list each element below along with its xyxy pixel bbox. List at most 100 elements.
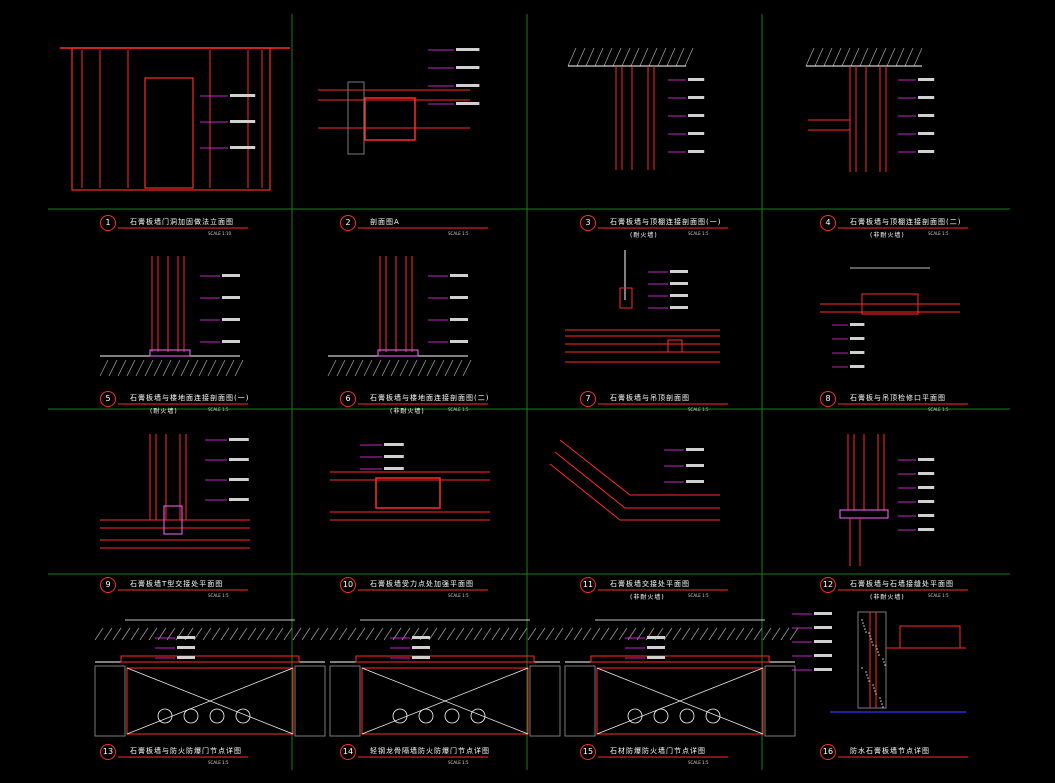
detail-scale-1: SCALE 1:10 [208, 231, 232, 236]
detail-number-11: 11 [580, 577, 596, 593]
hatch-line [699, 627, 709, 641]
hatch-line [482, 627, 492, 641]
hatch-line [913, 47, 923, 67]
aggregate-dot [879, 697, 881, 699]
hatch-line [462, 359, 472, 377]
callout-text-mark [686, 448, 704, 451]
callout-text-mark [670, 282, 688, 285]
cross-line [126, 667, 294, 735]
callout-text-mark [222, 274, 240, 277]
detail-number-6: 6 [340, 391, 356, 407]
aggregate-dot [872, 644, 874, 646]
hatch-line [630, 47, 640, 67]
hatch-line [381, 359, 391, 377]
detail-2-section-a [318, 48, 480, 155]
callout-text-mark [850, 337, 865, 340]
detail-number-13: 13 [100, 744, 116, 760]
detail-scale-6: SCALE 1:5 [448, 407, 469, 412]
panel-frame [861, 293, 919, 315]
hatch-line [735, 627, 745, 641]
hatch-line [238, 627, 248, 641]
callout-text-mark [686, 464, 704, 467]
hatch-line [319, 627, 329, 641]
hatch-line [148, 627, 158, 641]
hatch-line [310, 627, 320, 641]
pipe-circle [653, 708, 669, 724]
callout-text-mark [918, 528, 935, 531]
detail-scale-11: SCALE 1:5 [688, 593, 709, 598]
detail-title-12: 石膏板墙与石墙接缝处平面图 [850, 580, 954, 588]
callout-text-mark [688, 150, 705, 153]
hatch-line [564, 627, 574, 641]
bottom-track [377, 349, 419, 357]
callout-text-mark [918, 458, 935, 461]
callout-text-mark [229, 438, 249, 441]
hatch-line [283, 627, 293, 641]
hatch-line [117, 359, 127, 377]
pier-right [294, 665, 326, 737]
hatch-line [345, 359, 355, 377]
stud [163, 505, 183, 535]
hatch-line [390, 359, 400, 377]
callout-leaders [155, 636, 195, 659]
detail-number-1: 1 [100, 215, 116, 231]
main-runner [667, 339, 683, 353]
detail-title-8: 石膏板与吊顶检修口平面图 [850, 394, 946, 402]
callout-leaders [360, 443, 404, 470]
pier-left [94, 665, 126, 737]
pit-box [596, 667, 764, 735]
aggregate-dot [872, 684, 874, 686]
hatch-line [121, 627, 131, 641]
hatch-line [193, 627, 203, 641]
callout-text-mark [814, 612, 832, 615]
hanger-clip [619, 287, 633, 309]
door-threshold [120, 655, 300, 663]
hatch-line [771, 627, 781, 641]
hatch-line [171, 359, 181, 377]
cross-line [596, 667, 764, 735]
hatch-line [500, 627, 510, 641]
hatch-line [153, 359, 163, 377]
hatch-line [690, 627, 700, 641]
pipe-circle [705, 708, 721, 724]
hatch-line [247, 627, 257, 641]
pier-left [329, 665, 361, 737]
aggregate-dot [882, 706, 884, 708]
hatch-line [850, 47, 860, 67]
callout-text-mark [412, 636, 430, 639]
detail-3-ceiling-joint [567, 47, 705, 170]
aggregate-dot [863, 625, 865, 627]
hatch-line [455, 627, 465, 641]
detail-scale-7: SCALE 1:5 [688, 407, 709, 412]
hatch-line [573, 627, 583, 641]
callout-text-mark [918, 114, 935, 117]
callout-text-mark [230, 120, 256, 123]
hatch-line [663, 627, 673, 641]
hatch-line [408, 359, 418, 377]
hatch-line [234, 359, 244, 377]
callout-leaders [898, 458, 935, 531]
hatch-line [135, 359, 145, 377]
detail-1-door-elevation [60, 47, 290, 191]
detail-scale-3: SCALE 1:5 [688, 231, 709, 236]
callout-text-mark [918, 132, 935, 135]
hatch-line [621, 47, 631, 67]
callout-text-mark [918, 500, 935, 503]
hatch-line [417, 359, 427, 377]
hatch-line [94, 627, 104, 641]
aggregate-dot [869, 635, 871, 637]
hatch-line [274, 627, 284, 641]
callout-text-mark [647, 636, 665, 639]
hatch-line [527, 627, 537, 641]
callout-text-mark [686, 480, 704, 483]
detail-number-12: 12 [820, 577, 836, 593]
callout-text-mark [456, 48, 480, 51]
hatch-line [904, 47, 914, 67]
callout-text-mark [384, 443, 404, 446]
hatch-line [868, 47, 878, 67]
callout-text-mark [688, 78, 705, 81]
hatch-line [805, 47, 815, 67]
detail-title-14: 轻钢龙骨隔墙防火防爆门节点详图 [370, 747, 490, 755]
hatch-line [594, 47, 604, 67]
wall-layer [559, 439, 720, 496]
